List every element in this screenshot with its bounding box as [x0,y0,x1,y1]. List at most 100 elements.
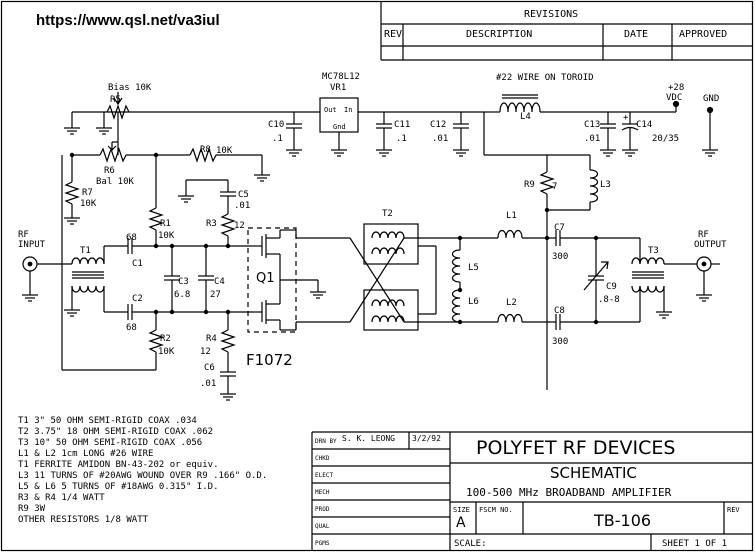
c9-value: .8-8 [598,295,620,305]
revisions-col-approved: APPROVED [679,29,728,40]
note-line: T2 3.75" 18 OHM SEMI-RIGID COAX .062 [18,427,214,437]
r5-label: R5 [110,95,121,105]
vr1-label: VR1 [330,83,347,93]
r8-label: R8 [200,145,211,155]
c14-polarity: + [623,113,629,123]
note-line: R3 & R4 1/4 WATT [18,493,105,503]
t1-label: T1 [80,246,91,256]
c2-value: 68 [126,323,137,333]
note-line: T1 FERRITE AMIDON BN-43-202 or equiv. [18,460,219,470]
scale-label: SCALE: [454,539,487,549]
sheet-number: SHEET 1 OF 1 [662,539,728,549]
c14-value: 20/35 [652,134,680,144]
vr1-in: In [344,106,353,114]
rf-input-label-2: INPUT [18,240,46,250]
supply-voltage: +28 [668,83,685,93]
r9-label: R9 [524,180,535,190]
r7-value: 10K [80,199,97,209]
tb-row-chkd: CHKD [315,455,330,462]
note-line: L5 & L6 5 TURNS OF #18AWG 0.315" I.D. [18,482,219,492]
q1-label: Q1 [256,271,275,286]
supply-unit: VDC [666,93,683,103]
c6-label: C6 [204,363,215,373]
c10-label: C10 [268,120,285,130]
revisions-col-rev: REV [384,29,403,40]
note-line: T3 10" 50 OHM SEMI-RIGID COAX .056 [18,438,203,448]
q1-transistor [247,227,350,333]
gate-bias-top [178,179,236,246]
q1-part-number: F1072 [246,351,293,369]
c5-value: .01 [234,201,251,211]
l4-desc: #22 WIRE ON TOROID [496,73,594,83]
tb-date: 3/2/92 [412,434,441,443]
rf-output-label-2: OUTPUT [694,240,727,250]
drawing-number: TB-106 [594,511,652,530]
r5-desc: Bias 10K [108,83,152,93]
tb-row-elect: ELECT [315,472,334,479]
tb-row-qual: QUAL [315,523,330,530]
r4-label: R4 [206,334,217,344]
c5-label: C5 [238,190,249,200]
t3-label: T3 [648,246,659,256]
c10-value: .1 [272,134,283,144]
c6-value: .01 [200,379,217,389]
bias-network [61,92,320,371]
r9-value: 7 [552,182,558,192]
c14-label: C14 [636,120,653,130]
note-line: L1 & L2 1cm LONG #26 WIRE [18,449,154,459]
r4-value: 12 [200,347,211,357]
title-block-grid [311,431,752,551]
parts-notes: T1 3" 50 OHM SEMI-RIGID COAX .034 T2 3.7… [18,416,267,526]
note-line: T1 3" 50 OHM SEMI-RIGID COAX .034 [18,416,197,426]
c7-label: C7 [554,223,565,233]
c11-label: C11 [394,120,411,130]
revisions-title: REVISIONS [524,9,579,20]
c4-value: 27 [210,290,221,300]
c13-value: .01 [584,134,601,144]
r6-desc: Bal 10K [96,177,134,187]
l1-label: L1 [506,211,517,221]
c9-label: C9 [606,282,617,292]
output-network [451,229,720,330]
c11-value: .1 [396,134,407,144]
input-network [22,238,252,401]
r8-value: 10K [216,146,233,156]
l5-label: L5 [468,263,479,273]
tb-drawn-by: S. K. LEONG [342,434,395,443]
c1-label: C1 [132,259,143,269]
size-label: SIZE [453,506,470,514]
c4-label: C4 [214,277,225,287]
note-line: L3 11 TURNS OF #20AWG WOUND OVER R9 .166… [18,471,268,481]
r3-value: 12 [234,221,245,231]
r6-label: R6 [104,166,115,176]
l4-label: L4 [520,112,531,122]
c7-value: 300 [552,252,569,262]
l3-label: L3 [600,180,611,190]
c8-value: 300 [552,337,569,347]
website-url[interactable]: https://www.qsl.net/va3iul [36,12,220,29]
rev-label: REV [727,506,740,514]
tb-row-drn-by: DRN BY [315,438,337,445]
l6-label: L6 [468,297,479,307]
t2-label: T2 [382,209,393,219]
note-line: OTHER RESISTORS 1/8 WATT [18,515,149,525]
c13-label: C13 [584,120,601,130]
tb-row-pgms: PGMS [315,540,330,547]
fscm-label: FSCM NO. [479,506,513,514]
r2-value: 10K [158,347,175,357]
r1-label: R1 [160,219,171,229]
size-value: A [456,515,466,531]
r7-label: R7 [82,188,93,198]
revisions-col-description: DESCRIPTION [466,29,533,40]
drawing-subtitle: 100-500 MHz BROADBAND AMPLIFIER [466,486,672,499]
note-line: R9 3W [18,504,46,514]
c12-label: C12 [430,120,447,130]
vr1-part: MC78L12 [322,72,360,82]
tb-row-mech: MECH [315,489,330,496]
supply-network [286,94,718,390]
company-name: POLYFET RF DEVICES [476,437,676,459]
rf-input-label-1: RF [18,230,29,240]
c8-label: C8 [554,306,565,316]
